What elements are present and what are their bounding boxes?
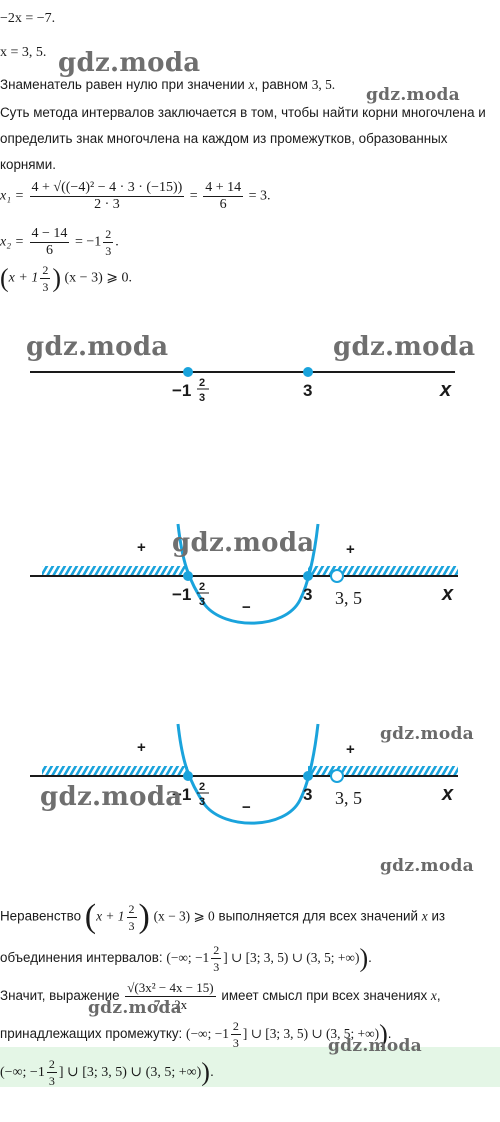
excluded-label: 3, 5 (335, 588, 362, 608)
equation-line-2: x = 3, 5. (0, 45, 47, 60)
cut-top-formula: ‾‾‾‾‾‾‾‾‾‾‾‾‾‾ (90, 0, 146, 8)
answer-highlight (0, 1047, 500, 1087)
svg-text:3, 5: 3, 5 (335, 788, 362, 808)
hatch-right (308, 566, 458, 576)
excluded-point (330, 569, 344, 583)
svg-text:3: 3 (303, 585, 312, 604)
watermark: gdz.moda (380, 724, 474, 744)
svg-text:−1: −1 (172, 785, 191, 804)
watermark: gdz.moda (380, 856, 474, 876)
number-line-2: + + − −1 2 3 3 3, 5 x (30, 523, 458, 625)
root-label-1-num: 2 (199, 377, 205, 389)
root-label-1-int: −1 (172, 381, 191, 400)
svg-text:2: 2 (199, 781, 205, 793)
watermark: gdz.moda (328, 1036, 422, 1056)
denominator-zero-text: Знаменатель равен нулю при значении x, р… (0, 77, 336, 92)
svg-text:3: 3 (199, 596, 205, 608)
svg-text:3: 3 (303, 785, 312, 804)
svg-text:2: 2 (199, 581, 205, 593)
root-label-2: 3 (303, 381, 312, 400)
minus-sign: − (242, 599, 251, 616)
svg-text:3: 3 (199, 796, 205, 808)
root-point-2 (303, 367, 313, 377)
svg-text:x: x (441, 783, 454, 805)
watermark: gdz.moda (172, 528, 315, 558)
watermark: gdz.moda (58, 48, 201, 78)
method-text-2: определить знак многочлена на каждом из … (0, 131, 448, 146)
plus-left: + (137, 539, 146, 556)
svg-text:x: x (441, 583, 454, 605)
plus-right: + (346, 541, 355, 558)
conclusion-line-3: Значит, выражение √(3x² − 4x − 15)7 − 2x… (0, 980, 441, 1012)
svg-text:+: + (137, 739, 146, 756)
svg-text:+: + (346, 741, 355, 758)
number-line-3: + + − −1 2 3 3 3, 5 x (30, 723, 458, 825)
equation-line-1: −2x = −7. (0, 11, 56, 26)
sign-curve (176, 523, 320, 625)
number-line-1: −1 2 3 3 x (30, 367, 455, 404)
method-text-3: корнями. (0, 157, 56, 172)
svg-text:−1: −1 (172, 585, 191, 604)
method-text-1: Суть метода интервалов заключается в том… (0, 105, 486, 120)
hatch-left (42, 566, 188, 576)
axis-var-label: x (439, 379, 452, 401)
watermark: gdz.moda (40, 782, 183, 812)
root-label-1-den: 3 (199, 392, 205, 404)
watermark: gdz.moda (88, 998, 182, 1018)
x1-formula: x₁ = 4 + √((−4)² − 4 · 3 · (−15))2 · 3 =… (0, 180, 271, 212)
svg-text:−: − (242, 799, 251, 816)
watermark: gdz.moda (366, 85, 460, 105)
watermark: gdz.moda (333, 332, 476, 362)
root-point-1 (183, 367, 193, 377)
watermark: gdz.moda (26, 332, 169, 362)
